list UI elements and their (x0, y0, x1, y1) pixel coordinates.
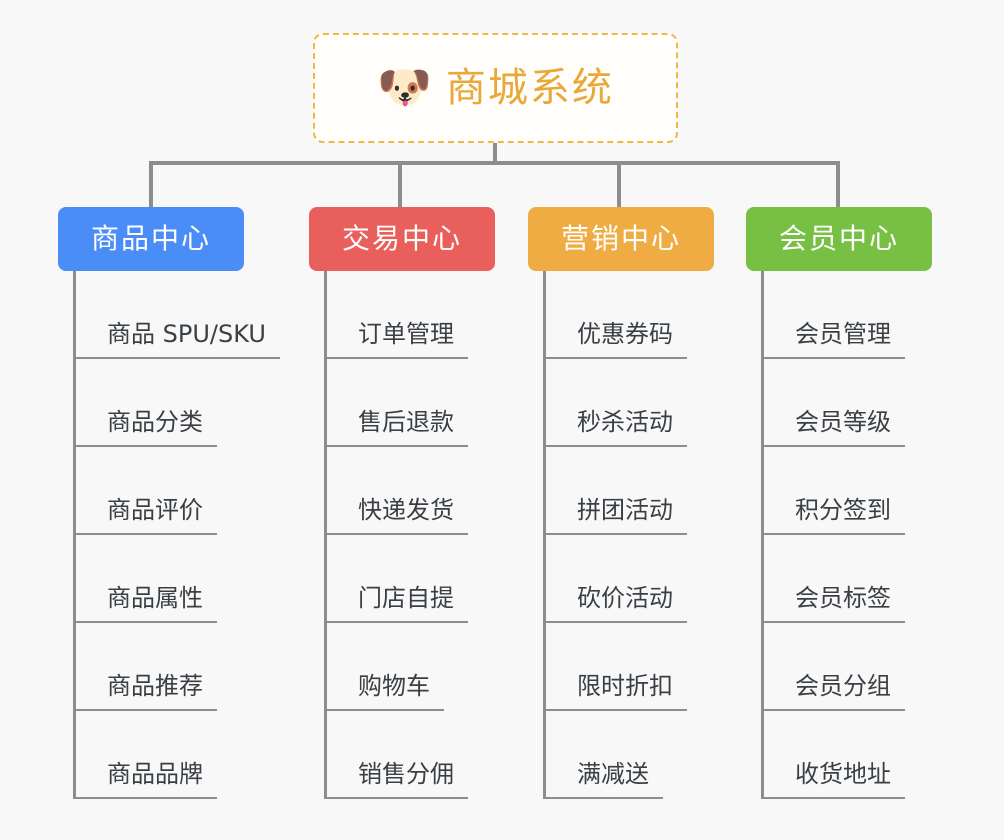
leaf-row[interactable]: 拼团活动 (543, 447, 714, 535)
leaf-row[interactable]: 商品评价 (73, 447, 244, 535)
leaf-stack-4: 会员管理 会员等级 积分签到 会员标签 会员分组 收货地址 (761, 271, 932, 799)
leaf-label: 会员等级 (761, 410, 905, 447)
leaf-row[interactable]: 会员等级 (761, 359, 932, 447)
leaf-row[interactable]: 售后退款 (324, 359, 495, 447)
leaf-label: 售后退款 (324, 410, 468, 447)
leaf-label: 积分签到 (761, 498, 905, 535)
category-box-2[interactable]: 交易中心 (309, 207, 495, 271)
category-column-1: 商品中心 商品 SPU/SKU 商品分类 商品评价 商品属性 商品推荐 商品品牌 (58, 207, 280, 799)
leaf-label: 商品 SPU/SKU (73, 322, 280, 359)
trunk-horizontal-connector (149, 161, 840, 165)
leaf-label: 商品分类 (73, 410, 217, 447)
category-box-3[interactable]: 营销中心 (528, 207, 714, 271)
leaf-row[interactable]: 优惠券码 (543, 271, 714, 359)
shiba-dog-face-icon: 🐶 (377, 62, 432, 113)
leaf-row[interactable]: 砍价活动 (543, 535, 714, 623)
leaf-label: 购物车 (324, 674, 444, 711)
leaf-spine-4 (761, 271, 764, 799)
leaf-row[interactable]: 会员标签 (761, 535, 932, 623)
leaf-row[interactable]: 购物车 (324, 623, 495, 711)
leaf-label: 会员分组 (761, 674, 905, 711)
category-column-3: 营销中心 优惠券码 秒杀活动 拼团活动 砍价活动 限时折扣 满减送 (528, 207, 714, 799)
category-column-4: 会员中心 会员管理 会员等级 积分签到 会员标签 会员分组 收货地址 (746, 207, 932, 799)
leaf-label: 优惠券码 (543, 322, 687, 359)
leaf-row[interactable]: 秒杀活动 (543, 359, 714, 447)
leaf-label: 满减送 (543, 762, 663, 799)
leaf-stack-2: 订单管理 售后退款 快递发货 门店自提 购物车 销售分佣 (324, 271, 495, 799)
leaf-row[interactable]: 会员管理 (761, 271, 932, 359)
leaf-label: 商品评价 (73, 498, 217, 535)
leaf-label: 门店自提 (324, 586, 468, 623)
leaf-stack-1: 商品 SPU/SKU 商品分类 商品评价 商品属性 商品推荐 商品品牌 (73, 271, 280, 799)
leaf-row[interactable]: 商品属性 (73, 535, 244, 623)
leaf-label: 砍价活动 (543, 586, 687, 623)
leaf-row[interactable]: 商品品牌 (73, 711, 244, 799)
leaf-row[interactable]: 订单管理 (324, 271, 495, 359)
category-box-4[interactable]: 会员中心 (746, 207, 932, 271)
trunk-vertical-connector (493, 143, 497, 165)
leaf-label: 限时折扣 (543, 674, 687, 711)
leaf-row[interactable]: 积分签到 (761, 447, 932, 535)
branch-drop-connector-2 (398, 161, 402, 208)
leaf-spine-2 (324, 271, 327, 799)
leaf-row[interactable]: 快递发货 (324, 447, 495, 535)
root-node[interactable]: 🐶 商城系统 (313, 33, 678, 143)
leaf-row[interactable]: 商品 SPU/SKU (73, 271, 280, 359)
leaf-label: 快递发货 (324, 498, 468, 535)
leaf-row[interactable]: 满减送 (543, 711, 714, 799)
leaf-label: 会员管理 (761, 322, 905, 359)
leaf-spine-3 (543, 271, 546, 799)
leaf-stack-3: 优惠券码 秒杀活动 拼团活动 砍价活动 限时折扣 满减送 (543, 271, 714, 799)
leaf-row[interactable]: 收货地址 (761, 711, 932, 799)
leaf-label: 商品品牌 (73, 762, 217, 799)
branch-drop-connector-1 (149, 161, 153, 208)
leaf-row[interactable]: 会员分组 (761, 623, 932, 711)
leaf-label: 拼团活动 (543, 498, 687, 535)
leaf-label: 订单管理 (324, 322, 468, 359)
leaf-row[interactable]: 商品推荐 (73, 623, 244, 711)
leaf-row[interactable]: 销售分佣 (324, 711, 495, 799)
branch-drop-connector-3 (617, 161, 621, 208)
leaf-label: 收货地址 (761, 762, 905, 799)
leaf-row[interactable]: 门店自提 (324, 535, 495, 623)
leaf-row[interactable]: 商品分类 (73, 359, 244, 447)
leaf-label: 商品属性 (73, 586, 217, 623)
leaf-label: 商品推荐 (73, 674, 217, 711)
category-column-2: 交易中心 订单管理 售后退款 快递发货 门店自提 购物车 销售分佣 (309, 207, 495, 799)
category-box-1[interactable]: 商品中心 (58, 207, 244, 271)
leaf-label: 秒杀活动 (543, 410, 687, 447)
root-title: 商城系统 (445, 65, 614, 111)
leaf-row[interactable]: 限时折扣 (543, 623, 714, 711)
leaf-spine-1 (73, 271, 76, 799)
leaf-label: 会员标签 (761, 586, 905, 623)
leaf-label: 销售分佣 (324, 762, 468, 799)
branch-drop-connector-4 (836, 161, 840, 208)
